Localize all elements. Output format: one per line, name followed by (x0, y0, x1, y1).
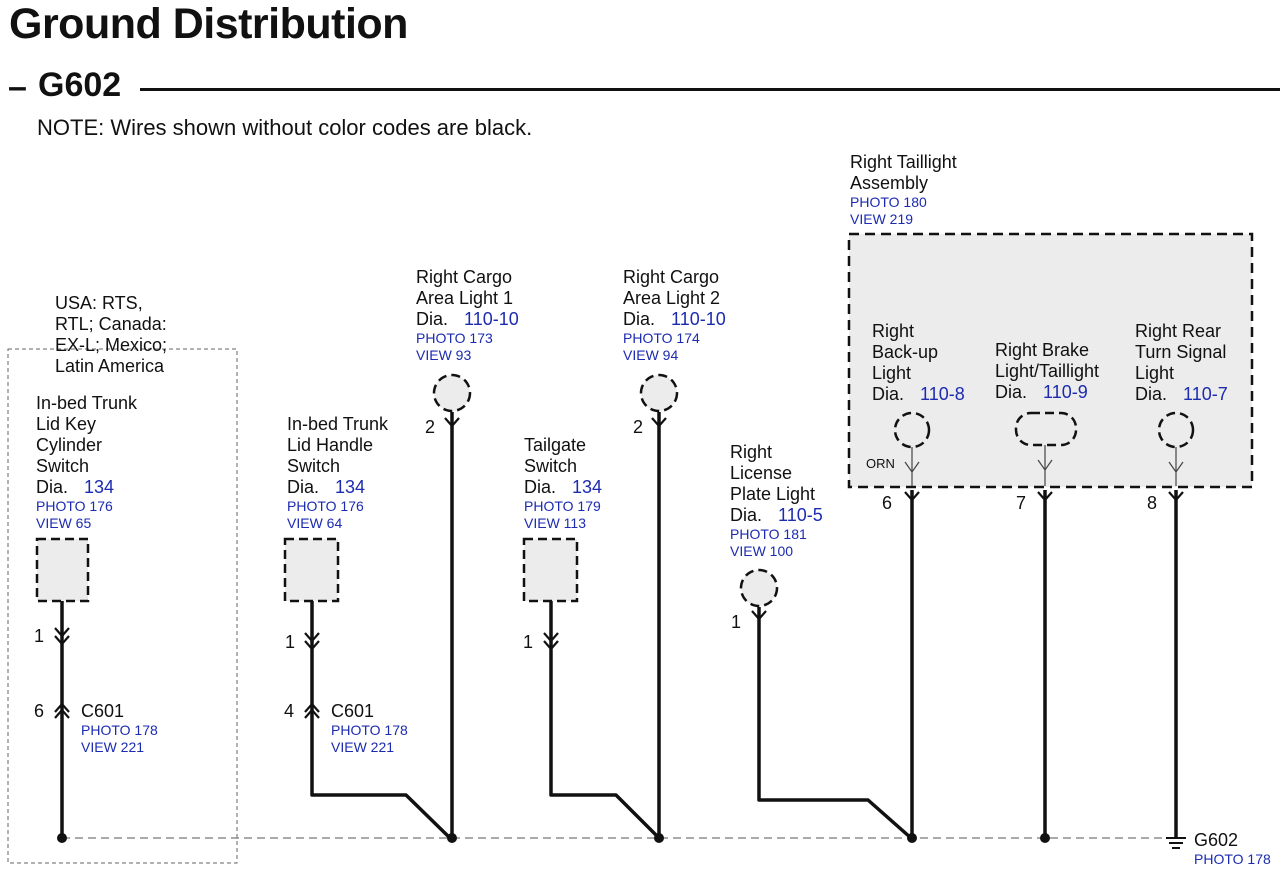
photo-ref: PHOTO 178 (81, 722, 158, 738)
cargo-light-1-label: Right Cargo Area Light 1 Dia.110-10 PHOT… (416, 267, 519, 363)
taillight-assembly-label: Right Taillight Assembly PHOTO 180 VIEW … (850, 152, 957, 227)
diagram-link[interactable]: 134 (572, 477, 603, 497)
diagram-link[interactable]: 110-8 (920, 384, 965, 404)
ground-label: G602 PHOTO 178 (1194, 830, 1271, 867)
photo-ref: PHOTO 176 (287, 498, 364, 514)
trunk-handle-switch-label: In-bed Trunk Lid Handle Switch Dia.134 P… (287, 414, 389, 531)
diagram-link[interactable]: 110-7 (1183, 384, 1228, 404)
tailgate-switch-label: Tailgate Switch Dia.134 PHOTO 179 VIEW 1… (524, 435, 603, 531)
view-ref: VIEW 93 (416, 347, 472, 363)
section-title: G602 (38, 66, 122, 104)
cargo-light-2-label: Right Cargo Area Light 2 Dia.110-10 PHOT… (623, 267, 726, 363)
ground-symbol-icon (1166, 837, 1186, 849)
view-ref: VIEW 94 (623, 347, 679, 363)
backup-light-label: Right Back-up Light Dia.110-8 (872, 321, 965, 404)
photo-ref: PHOTO 181 (730, 526, 807, 542)
diagram-link[interactable]: 110-5 (778, 505, 823, 525)
section-dash: – (8, 68, 27, 106)
connector-pin-number: 6 (34, 701, 45, 721)
license-plate-light-label: Right License Plate Light Dia.110-5 PHOT… (730, 442, 823, 559)
turn-signal-light-label: Right Rear Turn Signal Light Dia.110-7 (1135, 321, 1228, 404)
view-ref: VIEW 65 (36, 515, 92, 531)
wire-color-label: ORN (866, 456, 895, 471)
view-ref: VIEW 221 (331, 739, 395, 755)
turn-signal-bulb-icon (1157, 411, 1195, 449)
photo-ref: PHOTO 178 (1194, 851, 1271, 867)
view-ref: VIEW 113 (524, 515, 586, 531)
pin-number: 1 (523, 632, 534, 652)
region-note: USA: RTS,RTL; Canada: EX-L; Mexico;Latin… (55, 293, 168, 376)
pin-number: 1 (285, 632, 296, 652)
pin-number: 8 (1147, 493, 1158, 513)
trunk-key-switch-symbol (35, 537, 90, 603)
page-title: Ground Distribution (9, 0, 408, 48)
diagram-link[interactable]: 110-10 (464, 309, 519, 329)
cargo-light-2-bulb-icon (639, 373, 679, 413)
pin-number: 1 (34, 626, 45, 646)
optional-equipment-boundary (7, 348, 238, 864)
photo-ref: PHOTO 174 (623, 330, 700, 346)
pin-number: 2 (633, 417, 644, 437)
c601-connector-label: C601 PHOTO 178 VIEW 221 (81, 701, 158, 755)
wire-license (757, 607, 913, 840)
diagram-link[interactable]: 110-9 (1043, 382, 1088, 402)
pin-number: 2 (425, 417, 436, 437)
view-ref: VIEW 64 (287, 515, 343, 531)
view-ref: VIEW 219 (850, 211, 914, 227)
tailgate-switch-symbol (522, 537, 579, 603)
pin-number: 1 (731, 612, 742, 632)
photo-ref: PHOTO 176 (36, 498, 113, 514)
c601-connector-label: C601 PHOTO 178 VIEW 221 (331, 701, 408, 755)
brake-light-bulb-icon (1014, 411, 1078, 447)
photo-ref: PHOTO 178 (331, 722, 408, 738)
photo-ref: PHOTO 179 (524, 498, 601, 514)
diagram-link[interactable]: 110-10 (671, 309, 726, 329)
photo-ref: PHOTO 173 (416, 330, 493, 346)
pin-number: 7 (1016, 493, 1027, 513)
license-light-bulb-icon (739, 568, 779, 608)
color-code-note: NOTE: Wires shown without color codes ar… (37, 115, 533, 140)
brake-light-label: Right Brake Light/Taillight Dia.110-9 (995, 340, 1100, 402)
view-ref: VIEW 100 (730, 543, 794, 559)
section-divider (140, 88, 1280, 91)
photo-ref: PHOTO 180 (850, 194, 927, 210)
wire-tailgate (549, 601, 661, 840)
trunk-handle-switch-symbol (283, 537, 340, 603)
connector-pin-number: 4 (284, 701, 295, 721)
pin-number: 6 (882, 493, 893, 513)
trunk-key-switch-label: In-bed Trunk Lid Key Cylinder Switch Dia… (36, 393, 138, 531)
wire-trunk-handle (310, 601, 452, 840)
cargo-light-1-bulb-icon (432, 373, 472, 413)
backup-light-bulb-icon (893, 411, 931, 449)
view-ref: VIEW 221 (81, 739, 145, 755)
diagram-link[interactable]: 134 (335, 477, 366, 497)
diagram-link[interactable]: 134 (84, 477, 115, 497)
